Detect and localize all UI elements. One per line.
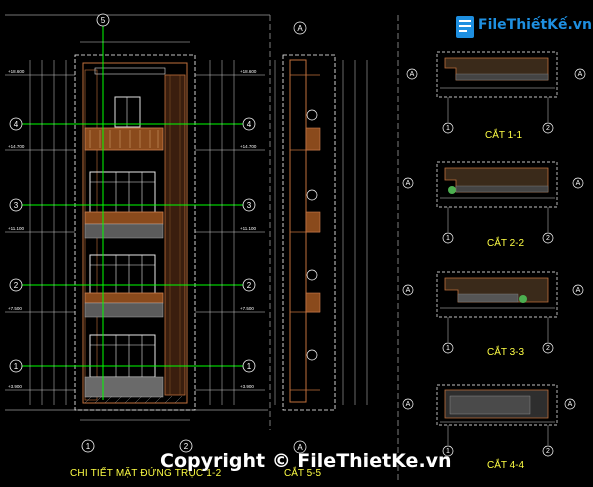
bubble-text: 5 [101,16,106,25]
svg-text:+14.700: +14.700 [8,144,25,149]
svg-text:A: A [568,401,573,408]
grid-bubble-4-left [9,117,23,131]
grid-bubbles-elevation [9,13,256,453]
svg-text:A: A [578,71,583,78]
svg-text:+18.600: +18.600 [8,69,25,74]
svg-text:1: 1 [446,448,450,455]
grid-bubble-h1 [81,439,95,453]
bubble-text: 3 [14,201,19,210]
bubble-text: 1 [247,362,252,371]
svg-text:+7.500: +7.500 [8,306,22,311]
detail-4-4 [436,384,558,445]
detail-sections: A A 1 2 A A 1 2 A A 1 2 A A 1 2 [402,51,586,457]
grid-bubble-2-right [242,278,256,292]
svg-text:1: 1 [446,235,450,242]
detail-3-3 [436,271,558,342]
section-axis-bubble-top [293,21,307,35]
section-axis-bubble-bottom [293,440,307,454]
svg-text:+7.500: +7.500 [240,306,254,311]
detail-title-1: CẮT 1-1 [485,130,523,141]
svg-text:+3.900: +3.900 [8,384,22,389]
section-view: A A [274,21,368,454]
filethietke-logo [456,16,474,38]
bubble-text: 2 [184,442,189,451]
bubble-text: 2 [14,281,19,290]
svg-text:2: 2 [546,125,550,132]
svg-text:A: A [297,24,303,33]
svg-text:1: 1 [446,125,450,132]
detail-2-2 [436,161,558,232]
bubble-text: 3 [247,201,252,210]
grid-bubble-3-right [242,198,256,212]
bubble-text: 4 [247,120,252,129]
detail-title-2: CẮT 2-2 [487,238,525,249]
svg-text:+3.900: +3.900 [240,384,254,389]
detail-1-1 [436,51,558,122]
elevation-title: CHI TIẾT MẶT ĐỨNG TRỤC 1-2 [70,468,222,479]
grid-bubble-labels: 5 4 4 3 3 2 2 1 1 1 2 [14,16,252,451]
sheet-frame [5,14,399,480]
grid-bubble-4-right [242,117,256,131]
copyright-watermark: Copyright © FileThietKe.vn [160,450,452,472]
svg-text:A: A [406,180,411,187]
svg-text:A: A [410,71,415,78]
grid-bubble-3-left [9,198,23,212]
bubble-text: 2 [247,281,252,290]
grid-bubble-1-right [242,359,256,373]
svg-text:2: 2 [546,235,550,242]
svg-text:A: A [406,287,411,294]
svg-text:+18.600: +18.600 [240,69,257,74]
svg-text:2: 2 [546,448,550,455]
svg-text:A: A [406,401,411,408]
bubble-text: 1 [86,442,91,451]
svg-text:A: A [576,287,581,294]
grid-bubble-5-top [96,13,110,27]
svg-text:+11.100: +11.100 [8,226,25,231]
grid-bubble-h2 [179,439,193,453]
elevation-marks: +18.600 +14.700 +11.100 +7.500 +3.900 +1… [8,69,257,389]
svg-text:+11.100: +11.100 [240,226,257,231]
bubble-text: 1 [14,362,19,371]
svg-text:A: A [576,180,581,187]
grid-bubble-2-left [9,278,23,292]
svg-text:2: 2 [546,345,550,352]
detail-title-3: CẮT 3-3 [487,347,525,358]
svg-text:1: 1 [446,345,450,352]
logo-text: FileThiếtKế.vn [478,17,592,33]
svg-text:+14.700: +14.700 [240,144,257,149]
section-title: CẮT 5-5 [284,468,322,479]
bubble-text: 4 [14,120,19,129]
svg-text:A: A [297,443,303,452]
grid-bubble-1-left [9,359,23,373]
detail-title-4: CẮT 4-4 [487,460,525,471]
elevation-view [5,25,265,421]
